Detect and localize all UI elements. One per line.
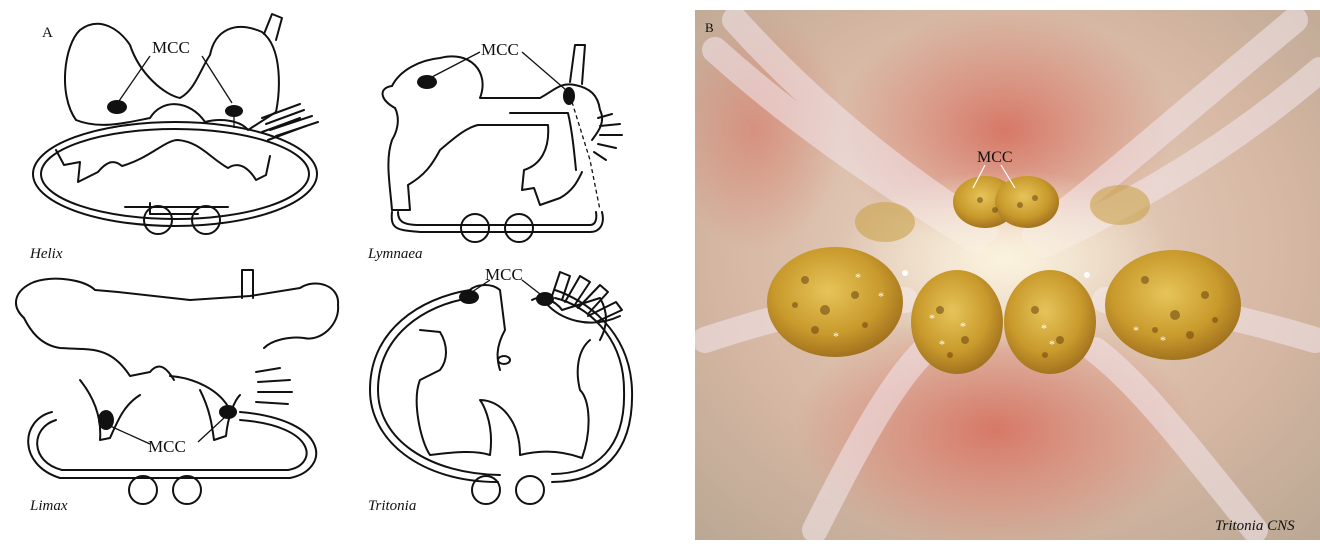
lymnaea-name: Lymnaea [367,246,423,262]
lymnaea-nerve-bundle [594,114,622,160]
tritonia-nerve-bundle [552,272,622,322]
svg-text:*: * [833,329,839,343]
panel-a-schematics: A MCC Helix MCC [0,0,680,542]
lymnaea-mcc-label: MCC [481,40,519,59]
limax-mcc-pointer-left [108,425,150,444]
helix-mcc-left [107,100,127,114]
lymnaea-dashed-nerve [572,102,600,210]
limax-ganglion-right [173,476,201,504]
lymnaea-mcc-left [417,75,437,89]
limax-lower-body [24,318,240,440]
lymnaea-statocyst-stalk [570,45,585,84]
panel-b-svg: *** *** ** ** MCC B Tritonia CNS [695,10,1320,540]
limax-statocyst-stalk [242,270,253,298]
svg-text:*: * [1049,337,1055,351]
lymnaea-mcc-pointer-right [522,52,566,90]
svg-text:*: * [878,289,884,303]
lymnaea-ring [392,212,603,232]
buccal-cluster-right [1090,185,1150,225]
lymnaea-ganglion-left [461,214,489,242]
buccal-cluster-left [855,202,915,242]
tritonia-mcc-right [536,292,554,306]
marker-dot-right [1084,272,1090,278]
helix-ring-inner [41,129,309,219]
tritonia-name: Tritonia [368,498,416,514]
helix-mcc-right [225,105,243,117]
svg-text:*: * [1133,323,1139,337]
helix-buccal-ganglion-right [192,206,220,234]
marker-dot-left [902,270,908,276]
tritonia-ganglion-right [516,476,544,504]
pedal-ganglion-right [1105,250,1241,360]
limax-mcc-label: MCC [148,437,186,456]
panel-b-photo: *** *** ** ** MCC B Tritonia CNS [695,10,1320,540]
helix-pedal-ganglia [56,140,270,182]
limax-nerve-bundle [256,368,292,404]
tritonia-mcc-pointer-right [522,280,540,294]
helix-buccal-ganglion-left [144,206,172,234]
helix-ring-outer [33,122,317,226]
helix-name: Helix [29,246,63,262]
panel-a-label: A [42,25,53,41]
helix-mcc-pointer-left [119,56,150,101]
lymnaea-body [388,108,582,210]
tritonia-mcc-label: MCC [485,265,523,284]
tritonia-ganglion-left [472,476,500,504]
tritonia-ring-inner [378,298,624,475]
svg-text:*: * [855,270,861,284]
svg-text:*: * [960,319,966,333]
diagram-lymnaea: MCC Lymnaea [367,40,622,262]
svg-text:*: * [929,311,935,325]
photo-mcc-label: MCC [977,149,1013,166]
limax-outline [16,279,338,348]
helix-mcc-label: MCC [152,38,190,57]
limax-name: Limax [29,498,68,514]
mcc-ganglion-right [995,176,1059,228]
svg-text:*: * [939,337,945,351]
cerebral-ganglion-left [911,270,1003,374]
limax-commissure [170,376,230,410]
tritonia-small-oval [498,356,510,364]
lymnaea-ganglion-right [505,214,533,242]
diagram-helix: MCC Helix [29,14,318,262]
tritonia-body [417,285,606,458]
tritonia-mcc-left [459,290,479,304]
lymnaea-commissure [510,113,576,170]
cerebral-ganglion-right [1004,270,1096,374]
diagram-limax: MCC Limax [16,270,338,514]
svg-text:*: * [1041,321,1047,335]
panel-b-label: B [705,20,714,35]
limax-mcc-right [219,405,237,419]
diagram-tritonia: MCC Tritonia [368,265,632,514]
svg-text:*: * [1160,333,1166,347]
limax-ganglion-left [129,476,157,504]
photo-caption: Tritonia CNS [1215,518,1295,534]
helix-mcc-pointer-right [202,56,232,103]
panel-a-svg: A MCC Helix MCC [0,0,680,542]
